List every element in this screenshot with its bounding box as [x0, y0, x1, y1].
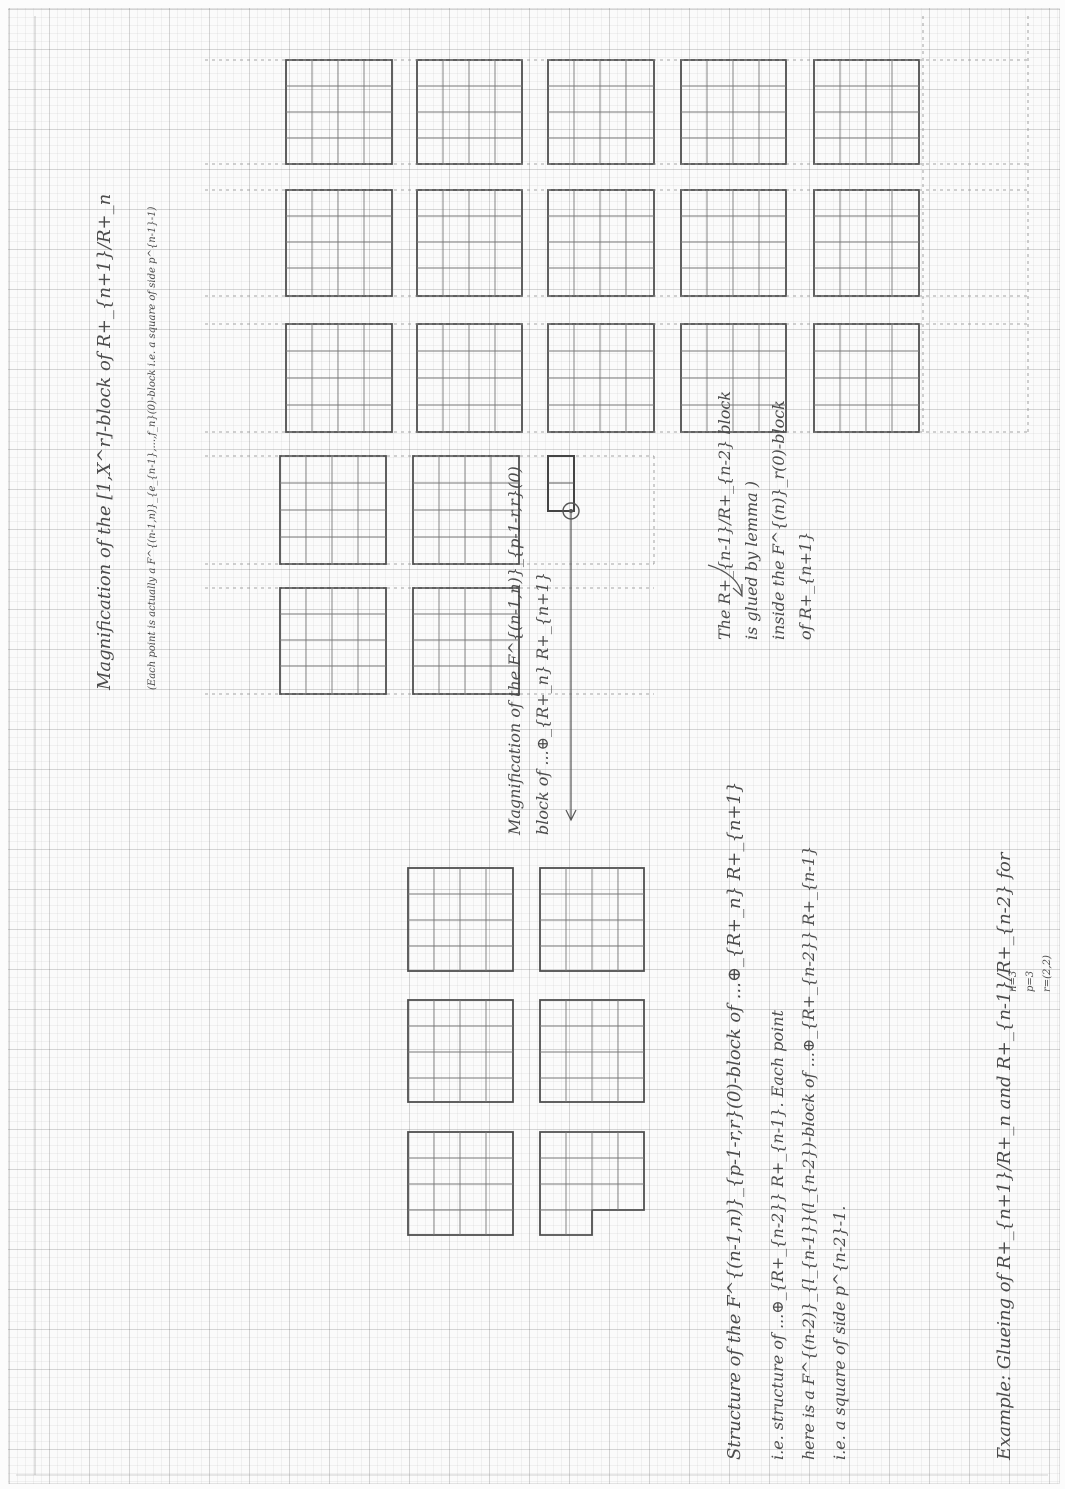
top-block-11 [286, 324, 392, 432]
bottom-block-2 [540, 868, 644, 971]
top-block-1 [286, 60, 392, 164]
top-magnified-grid [280, 60, 919, 694]
top-block-5 [814, 60, 919, 164]
middle-note-text-2: block of ...⊕_{R+_n} R+_{n+1} [533, 572, 552, 835]
structure-line-3-text: i.e. a square of side p^{n-2}-1. [830, 1206, 849, 1460]
top-block-18 [280, 588, 386, 694]
param-n-text: n=3 [1008, 971, 1019, 992]
top-block-6 [286, 190, 392, 296]
bottom-block-3 [408, 1000, 513, 1102]
top-block-3 [548, 60, 654, 164]
top-block-15 [814, 324, 919, 432]
top-heading-text: Magnification of the [1,X^r]-block of R+… [94, 194, 115, 691]
structure-title-text: Structure of the F^{(n-1,n)}_{p-1-r,r}(0… [724, 782, 745, 1460]
bottom-block-6 [540, 1132, 644, 1235]
right-note-text-2: is glued by lemma ) [742, 481, 761, 640]
top-grid-guides [205, 16, 1030, 694]
top-block-7 [417, 190, 522, 296]
top-block-8 [548, 190, 654, 296]
top-block-13 [548, 324, 654, 432]
bottom-structure-grid [408, 868, 644, 1235]
bottom-block-4 [540, 1000, 644, 1102]
right-note-text-4: of R+_{n+1} [796, 532, 815, 640]
structure-line-2-text: here is a F^{(n-2)}_{l_{n-1}}(l_{n-2})-b… [799, 846, 818, 1460]
top-block-19 [413, 588, 519, 694]
right-note-text-1: The R+_{n-1}/R+_{n-2} block [715, 391, 734, 640]
top-block-4 [681, 60, 786, 164]
middle-note-text-1: Magnification of the F^{(n-1,n)}_{p-1-r,… [505, 466, 524, 836]
example-title-text: Example: Glueing of R+_{n+1}/R+_n and R+… [994, 851, 1015, 1461]
top-block-10 [814, 190, 919, 296]
top-block-17 [413, 456, 519, 564]
bottom-block-1 [408, 868, 513, 971]
param-p-text: p=3 [1025, 971, 1036, 992]
top-subtitle-text: (Each point is actually a F^{(n-1,n)}_{e… [147, 207, 158, 690]
bottom-block-5 [408, 1132, 513, 1235]
structure-line-1-text: i.e. structure of ...⊕_{R+_{n-2}} R+_{n-… [768, 1009, 787, 1460]
right-note-text-3: inside the F^{(n)}_r(0)-block [769, 400, 788, 640]
top-block-12 [417, 324, 522, 432]
top-block-9 [681, 190, 786, 296]
small-highlighted-block [548, 456, 579, 820]
top-block-16 [280, 456, 386, 564]
top-block-2 [417, 60, 522, 164]
param-r-text: r=(2,2) [1042, 955, 1053, 992]
